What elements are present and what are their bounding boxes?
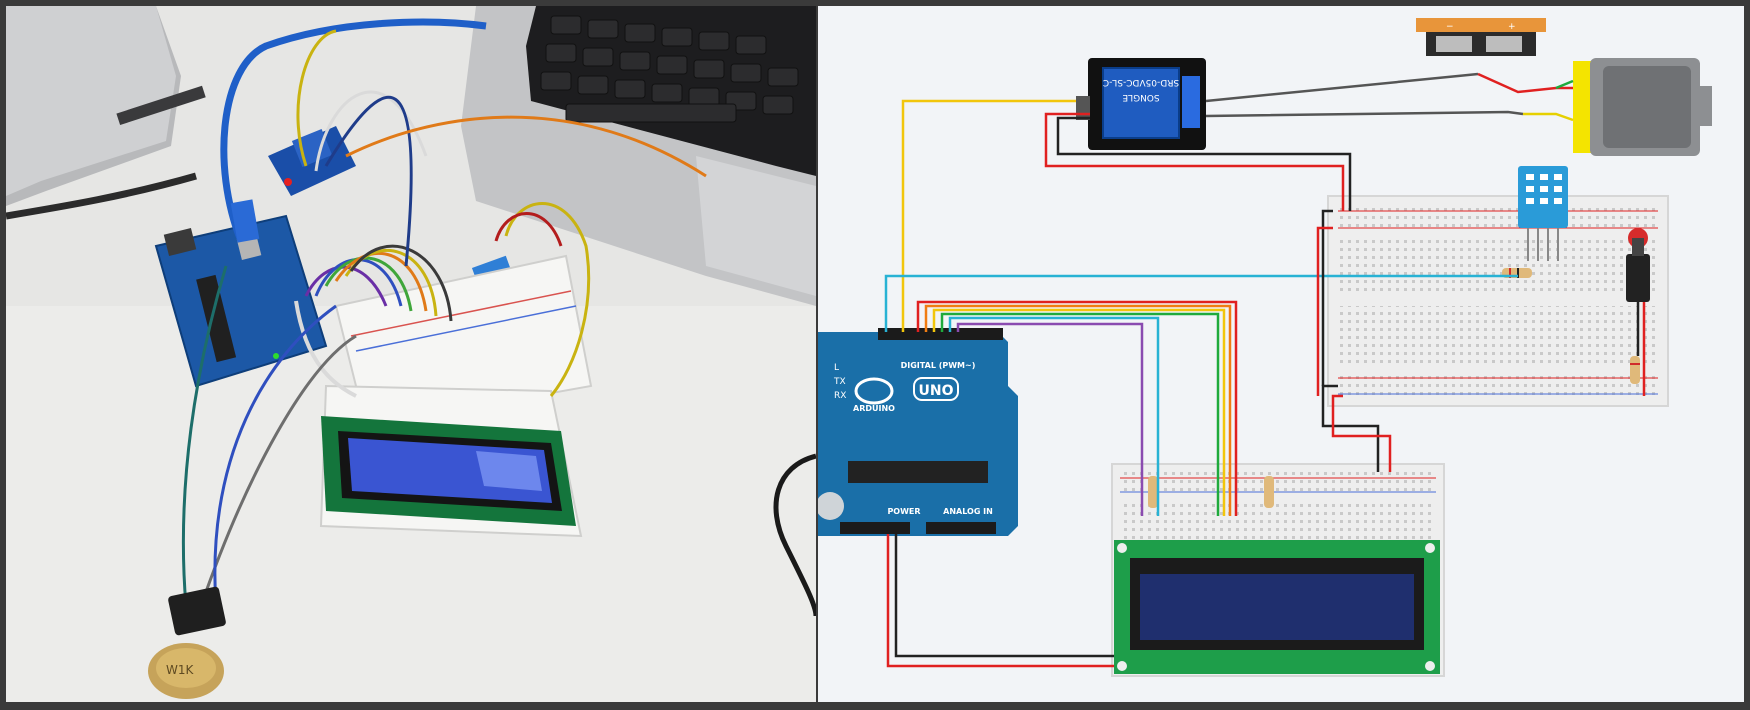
arduino-brand-label: ARDUINO — [853, 404, 895, 413]
laptop-right — [461, 6, 816, 306]
wiring-diagram: SONGLE SRD-05VDC-SL-C − + — [818, 6, 1744, 702]
battery-pack[interactable]: − + — [1416, 18, 1546, 56]
arduino-l-label: L — [834, 363, 839, 373]
dc-motor[interactable] — [1573, 58, 1712, 156]
arduino-model-label: UNO — [919, 383, 954, 399]
breadboard-sensors[interactable] — [1327, 195, 1669, 407]
push-button[interactable] — [1626, 228, 1650, 384]
arduino-uno[interactable]: DIGITAL (PWM~) ARDUINO UNO TX RX L POWER… — [818, 328, 1018, 536]
hardware-photo-drawing: W1K — [6, 6, 816, 702]
arduino-rx-label: RX — [834, 391, 846, 401]
lcd-display[interactable] — [1114, 540, 1440, 674]
wiring-diagram-drawing: SONGLE SRD-05VDC-SL-C − + — [818, 6, 1744, 702]
arduino-tx-label: TX — [833, 377, 846, 387]
relay-spec-label: SRD-05VDC-SL-C — [1103, 77, 1179, 87]
relay-brand-label: SONGLE — [1122, 92, 1160, 102]
arduino-digital-label: DIGITAL (PWM~) — [901, 361, 976, 370]
battery-plus-label: + — [1508, 22, 1516, 32]
wires — [884, 72, 1646, 668]
dht-sensor[interactable] — [1518, 166, 1568, 261]
arduino-analog-label: ANALOG IN — [943, 507, 993, 516]
relay-module[interactable]: SONGLE SRD-05VDC-SL-C — [1076, 58, 1206, 150]
hardware-photo: W1K — [6, 6, 816, 702]
lcd-photo — [321, 416, 576, 526]
potentiometer-photo: W1K — [148, 586, 226, 699]
laptop-left — [6, 6, 206, 220]
arduino-power-label: POWER — [887, 507, 920, 516]
pot-label: W1K — [166, 663, 195, 677]
battery-minus-label: − — [1446, 22, 1454, 32]
